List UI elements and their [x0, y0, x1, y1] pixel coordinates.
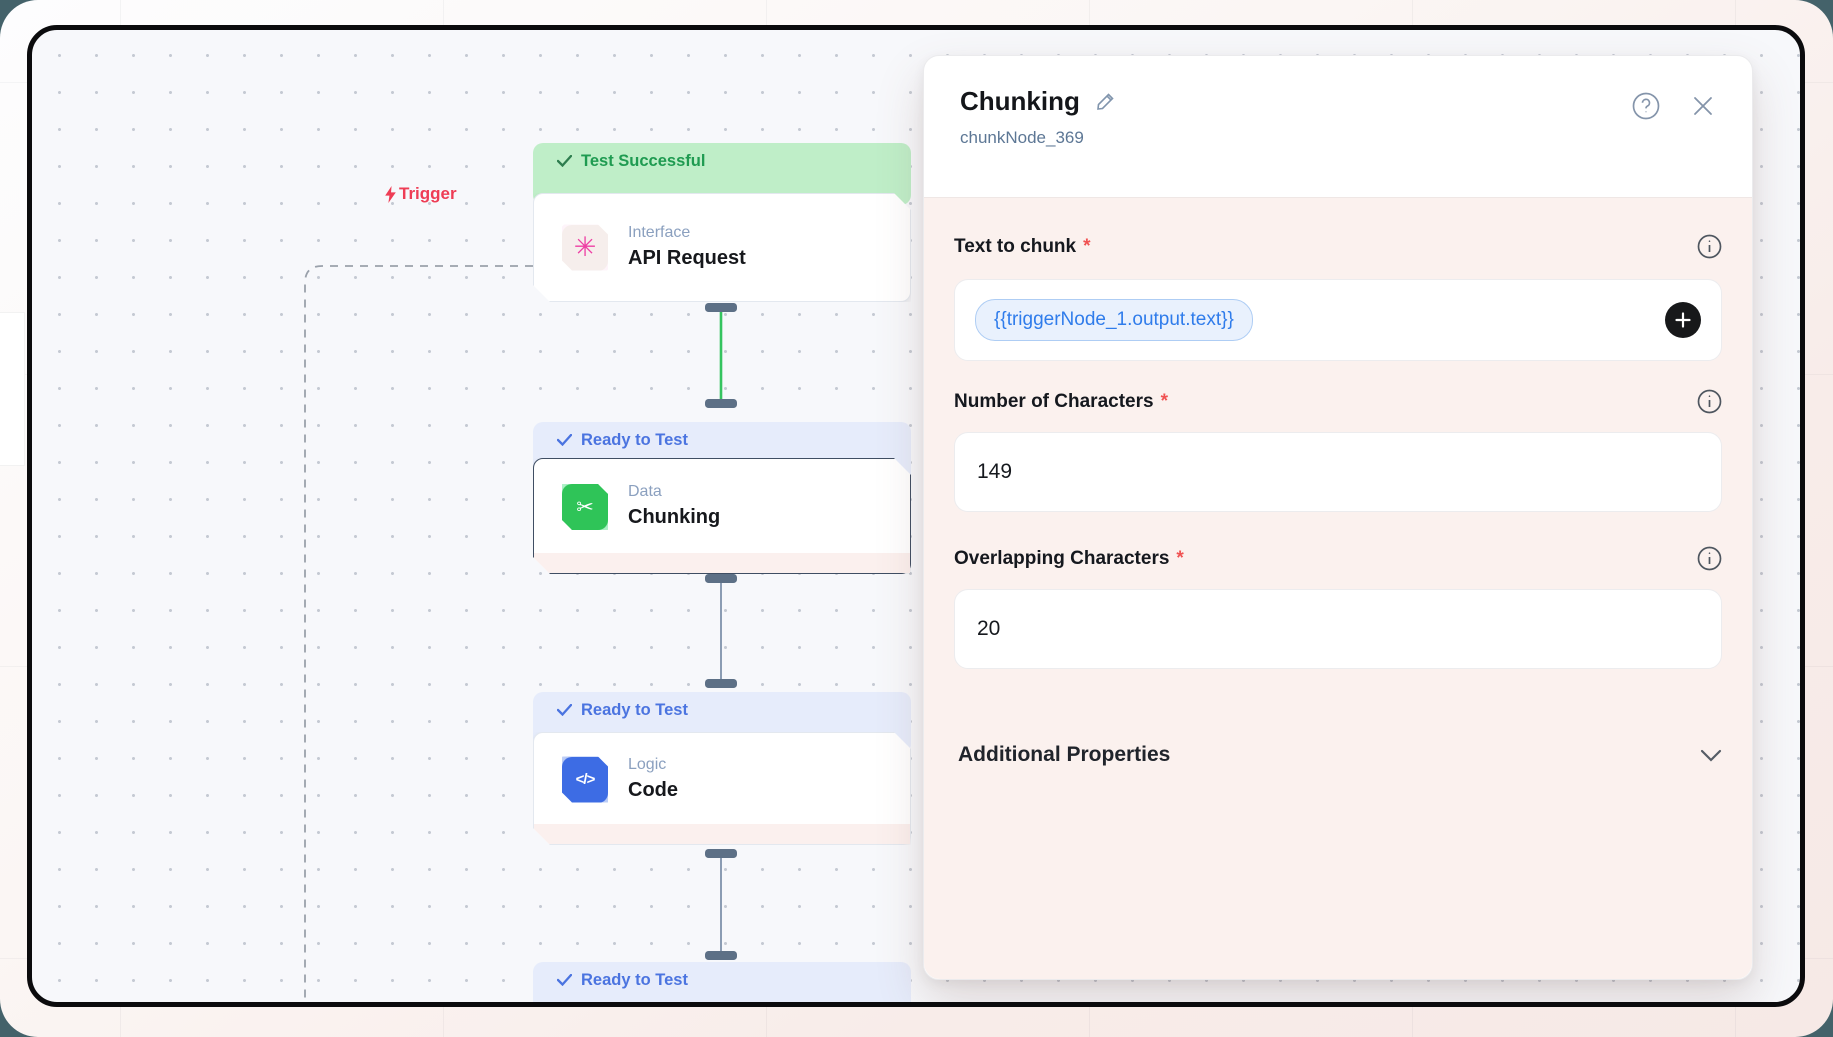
trigger-label: Trigger: [384, 184, 457, 204]
required-asterisk: *: [1176, 547, 1184, 569]
trigger-label-text: Trigger: [399, 184, 457, 203]
port-handle: [705, 574, 737, 583]
field-label-overlapping-characters: Overlapping Characters*: [954, 547, 1184, 569]
panel-header: Chunking chunkNode_369: [924, 56, 1752, 198]
node-category: Logic: [628, 755, 667, 773]
info-icon[interactable]: [1697, 389, 1722, 414]
status-badge-label: Ready to Test: [581, 431, 688, 449]
check-icon: [557, 155, 572, 167]
info-icon[interactable]: [1697, 546, 1722, 571]
node-footer-strip: [534, 553, 910, 573]
connector-handles: [705, 303, 737, 960]
node-id: chunkNode_369: [960, 128, 1084, 147]
node-category: Interface: [628, 223, 691, 241]
port-handle: [705, 849, 737, 858]
variable-pill[interactable]: {{triggerNode_1.output.text}}: [975, 299, 1253, 341]
port-handle: [705, 399, 737, 408]
status-badge-ready-next: Ready to Test: [533, 962, 911, 1002]
node-title: Chunking: [628, 506, 721, 528]
required-asterisk: *: [1083, 235, 1091, 257]
status-badge-label: Ready to Test: [581, 701, 688, 719]
check-icon: [557, 974, 572, 986]
node-category: Data: [628, 483, 662, 500]
chevron-down-icon: [1700, 749, 1722, 762]
close-icon[interactable]: [1692, 95, 1714, 117]
status-badge-label: Ready to Test: [581, 971, 688, 989]
api-star-glyph: ✳: [573, 232, 597, 262]
field-label-text-to-chunk: Text to chunk*: [954, 235, 1091, 257]
check-icon: [557, 704, 572, 716]
code-icon: </>: [562, 757, 608, 803]
number-of-characters-input[interactable]: [954, 432, 1722, 512]
port-handle: [705, 951, 737, 960]
required-asterisk: *: [1160, 390, 1168, 412]
additional-properties-toggle[interactable]: Additional Properties: [954, 743, 1722, 767]
port-handle: [705, 303, 737, 312]
api-star-icon: ✳: [562, 225, 608, 271]
info-icon[interactable]: [1697, 234, 1722, 259]
edit-title-pencil-icon[interactable]: [1095, 91, 1116, 112]
node-api-request[interactable]: ✳ Interface API Request: [533, 193, 911, 302]
trigger-dashed-edge: [304, 265, 533, 1002]
node-properties-panel: Chunking chunkNode_369 Text to chunk*: [923, 55, 1753, 980]
node-footer-strip: [534, 824, 910, 844]
panel-title: Chunking: [960, 86, 1080, 116]
node-code[interactable]: </> Logic Code: [533, 732, 911, 845]
panel-body: Text to chunk* {{triggerNode_1.output.te…: [924, 198, 1752, 979]
field-label-number-of-characters: Number of Characters*: [954, 390, 1168, 412]
text-to-chunk-input[interactable]: {{triggerNode_1.output.text}}: [954, 279, 1722, 361]
node-title: API Request: [628, 246, 746, 269]
workflow-canvas[interactable]: Trigger Test Successful ✳ Interface API …: [27, 25, 1805, 1007]
port-handle: [705, 679, 737, 688]
code-glyph: </>: [575, 771, 595, 788]
overlapping-characters-input[interactable]: [954, 589, 1722, 669]
check-icon: [557, 434, 572, 446]
scissors-glyph: ✂: [576, 495, 594, 519]
lightning-bolt-icon: [385, 185, 396, 203]
node-chunking[interactable]: ✂ Data Chunking: [533, 458, 911, 574]
background-edge-card: [0, 312, 25, 466]
add-variable-button[interactable]: [1665, 302, 1701, 338]
additional-properties-title: Additional Properties: [958, 743, 1171, 766]
scissors-icon: ✂: [562, 484, 608, 530]
status-badge-label: Test Successful: [581, 152, 706, 170]
help-icon[interactable]: [1632, 92, 1660, 120]
node-title: Code: [628, 778, 678, 801]
